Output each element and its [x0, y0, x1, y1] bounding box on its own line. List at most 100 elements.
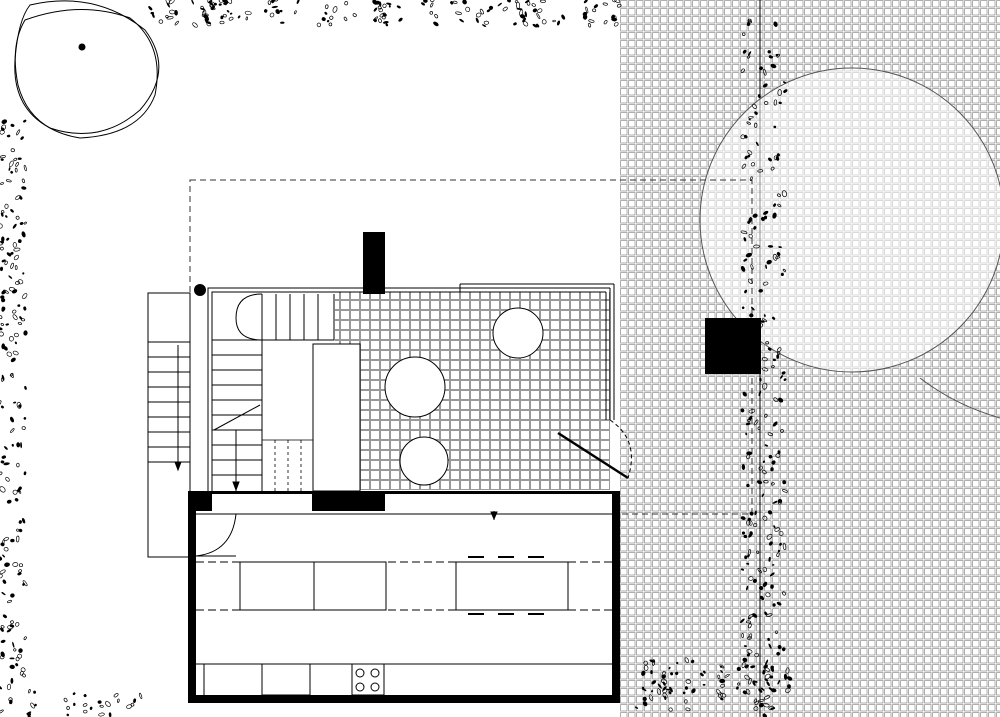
shrub-leaf-icon [532, 23, 538, 28]
shrub-leaf-icon [9, 160, 14, 168]
shrub-leaf-icon [762, 382, 768, 390]
shrub-leaf-icon [781, 371, 786, 375]
shrub-leaf-icon [776, 601, 782, 606]
shrub-leaf-icon [748, 633, 753, 639]
shrub-leaf-icon [744, 134, 748, 139]
shrub-leaf-icon [0, 223, 3, 229]
shrub-leaf-icon [744, 664, 749, 669]
shrub-leaf-icon [479, 8, 484, 15]
shrub-leaf-icon [14, 265, 18, 271]
shrub-leaf-icon [763, 714, 768, 717]
shrub-leaf-icon [16, 442, 21, 448]
shrub-leaf-icon [724, 673, 730, 678]
shrub-leaf-icon [763, 480, 769, 484]
shrub-leaf-icon [745, 422, 751, 426]
shrub-leaf-icon [20, 136, 24, 140]
shrub-leaf-icon [741, 333, 745, 337]
shrub-leaf-icon [746, 337, 753, 341]
shrub-leaf-icon [513, 22, 517, 26]
shrub-leaf-icon [16, 462, 20, 468]
shrub-leaf-icon [192, 22, 198, 28]
shrub-leaf-icon [19, 222, 24, 225]
shrub-leaf-icon [6, 683, 12, 691]
shrub-leaf-icon [661, 674, 666, 679]
shrub-leaf-icon [676, 661, 679, 665]
shrub-leaf-icon [12, 242, 17, 248]
shrub-leaf-icon [753, 706, 759, 711]
shrub-leaf-icon [0, 556, 3, 561]
shrub-leaf-icon [421, 2, 425, 6]
shrub-leaf-icon [539, 0, 546, 3]
shrub-leaf-icon [768, 454, 773, 459]
shrub-leaf-icon [0, 129, 5, 135]
shrub-leaf-icon [535, 23, 540, 28]
shrub-leaf-icon [0, 246, 4, 251]
shrub-leaf-icon [763, 101, 769, 105]
shrub-leaf-icon [23, 417, 27, 420]
shrub-leaf-icon [765, 341, 770, 345]
shrub-leaf-icon [21, 517, 26, 524]
shrub-leaf-icon [21, 178, 25, 184]
shrub-leaf-icon [763, 314, 766, 318]
shrub-leaf-icon [0, 542, 5, 547]
shrub-leaf-icon [0, 241, 4, 246]
shrub-leaf-icon [744, 289, 748, 294]
shrub-leaf-icon [753, 523, 758, 528]
shrub-leaf-icon [23, 164, 27, 172]
shrub-leaf-icon [662, 681, 666, 686]
shrub-leaf-icon [245, 16, 248, 21]
shrub-leaf-icon [740, 568, 745, 571]
shrub-leaf-icon [12, 562, 19, 567]
shrub-leaf-icon [19, 316, 23, 320]
shrub-leaf-icon [450, 1, 454, 5]
shrub-leaf-icon [158, 19, 164, 24]
shrub-leaf-icon [762, 515, 768, 521]
shrub-leaf-icon [781, 489, 788, 493]
shrub-leaf-icon [748, 617, 751, 620]
shrub-leaf-icon [762, 566, 767, 573]
shrub-leaf-icon [765, 659, 769, 666]
shrub-leaf-icon [10, 373, 14, 378]
shrub-leaf-icon [780, 272, 784, 276]
shrub-leaf-icon [486, 9, 491, 13]
shrub-leaf-icon [766, 681, 770, 687]
shrub-leaf-icon [5, 215, 8, 218]
shrub-leaf-icon [523, 21, 529, 27]
shrub-leaf-icon [3, 547, 9, 552]
shrub-leaf-icon [97, 700, 102, 704]
shrub-leaf-icon [747, 220, 751, 224]
shrub-leaf-icon [643, 665, 649, 671]
shrub-leaf-icon [763, 695, 771, 700]
shrub-leaf-icon [757, 568, 762, 574]
shrub-leaf-icon [2, 579, 7, 584]
shrub-leaf-icon [777, 450, 781, 454]
shrub-leaf-icon [488, 5, 493, 10]
shrub-leaf-icon [779, 542, 782, 546]
shrub-leaf-icon [15, 622, 20, 627]
shrub-leaf-icon [1, 377, 4, 382]
shrub-leaf-icon [740, 408, 745, 413]
shrub-leaf-icon [166, 16, 174, 20]
interior-door-swing-icon [195, 513, 237, 557]
shrub-leaf-icon [21, 231, 26, 238]
shrub-leaf-icon [98, 712, 105, 717]
shrub-leaf-icon [780, 429, 784, 433]
shrub-leaf-icon [768, 643, 772, 649]
shrub-leaf-icon [556, 20, 561, 26]
shrub-leaf-icon [321, 17, 326, 22]
shrub-leaf-icon [757, 169, 764, 173]
shrub-leaf-icon [385, 23, 389, 27]
shrub-leaf-icon [682, 691, 686, 695]
shrub-leaf-icon [742, 391, 747, 397]
shrub-leaf-icon [126, 704, 132, 709]
shrub-leaf-icon [205, 21, 211, 25]
shrub-leaf-icon [1, 210, 5, 214]
shrub-leaf-icon [9, 664, 15, 670]
shrub-leaf-icon [22, 582, 25, 586]
shrub-leaf-icon [773, 21, 778, 27]
shrub-leaf-icon [168, 0, 175, 5]
shrub-leaf-icon [746, 21, 751, 27]
shrub-leaf-icon [745, 688, 751, 695]
shrub-leaf-icon [745, 432, 748, 436]
shrub-leaf-icon [762, 469, 767, 475]
